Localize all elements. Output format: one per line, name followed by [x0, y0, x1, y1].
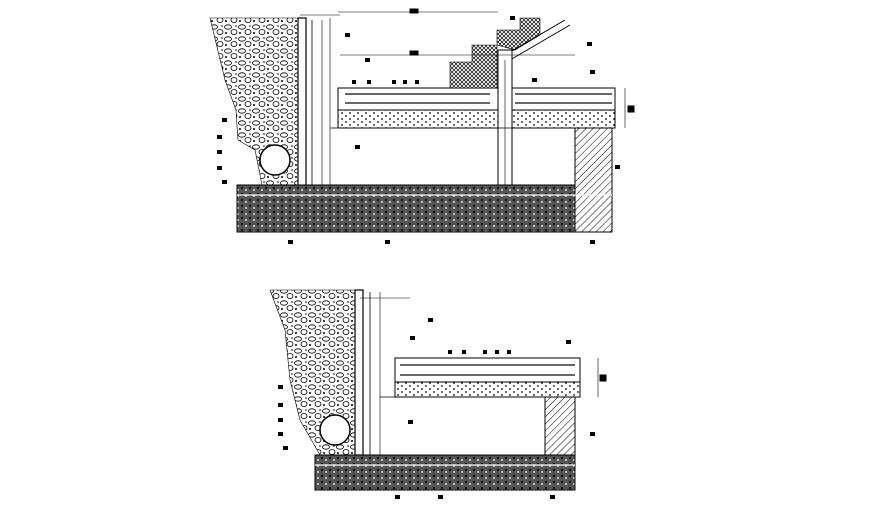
foundation-ground: [314, 454, 576, 491]
floor-finish-right: [511, 87, 616, 111]
floor-finish: [337, 87, 499, 111]
retaining-wall: [297, 17, 307, 189]
void-space: [330, 127, 576, 186]
leader-labels: [217, 16, 620, 244]
base-slab: [394, 381, 581, 398]
floor-finish: [394, 357, 581, 383]
label-block: [599, 374, 607, 382]
upper-section: [209, 8, 635, 244]
hatched-block: [574, 127, 613, 233]
retaining-wall: [354, 289, 364, 456]
foundation-ground: [236, 184, 576, 233]
label-block: [409, 8, 419, 14]
void-space: [380, 396, 546, 456]
leader-labels: [278, 318, 595, 499]
stairs: [449, 44, 498, 89]
label-block: [409, 50, 419, 56]
base-slab: [337, 109, 616, 129]
label-block: [627, 105, 635, 113]
stairs-upper: [496, 17, 541, 51]
drain-pipe: [259, 144, 291, 176]
lower-section: [269, 289, 607, 499]
drain-pipe: [319, 414, 351, 446]
